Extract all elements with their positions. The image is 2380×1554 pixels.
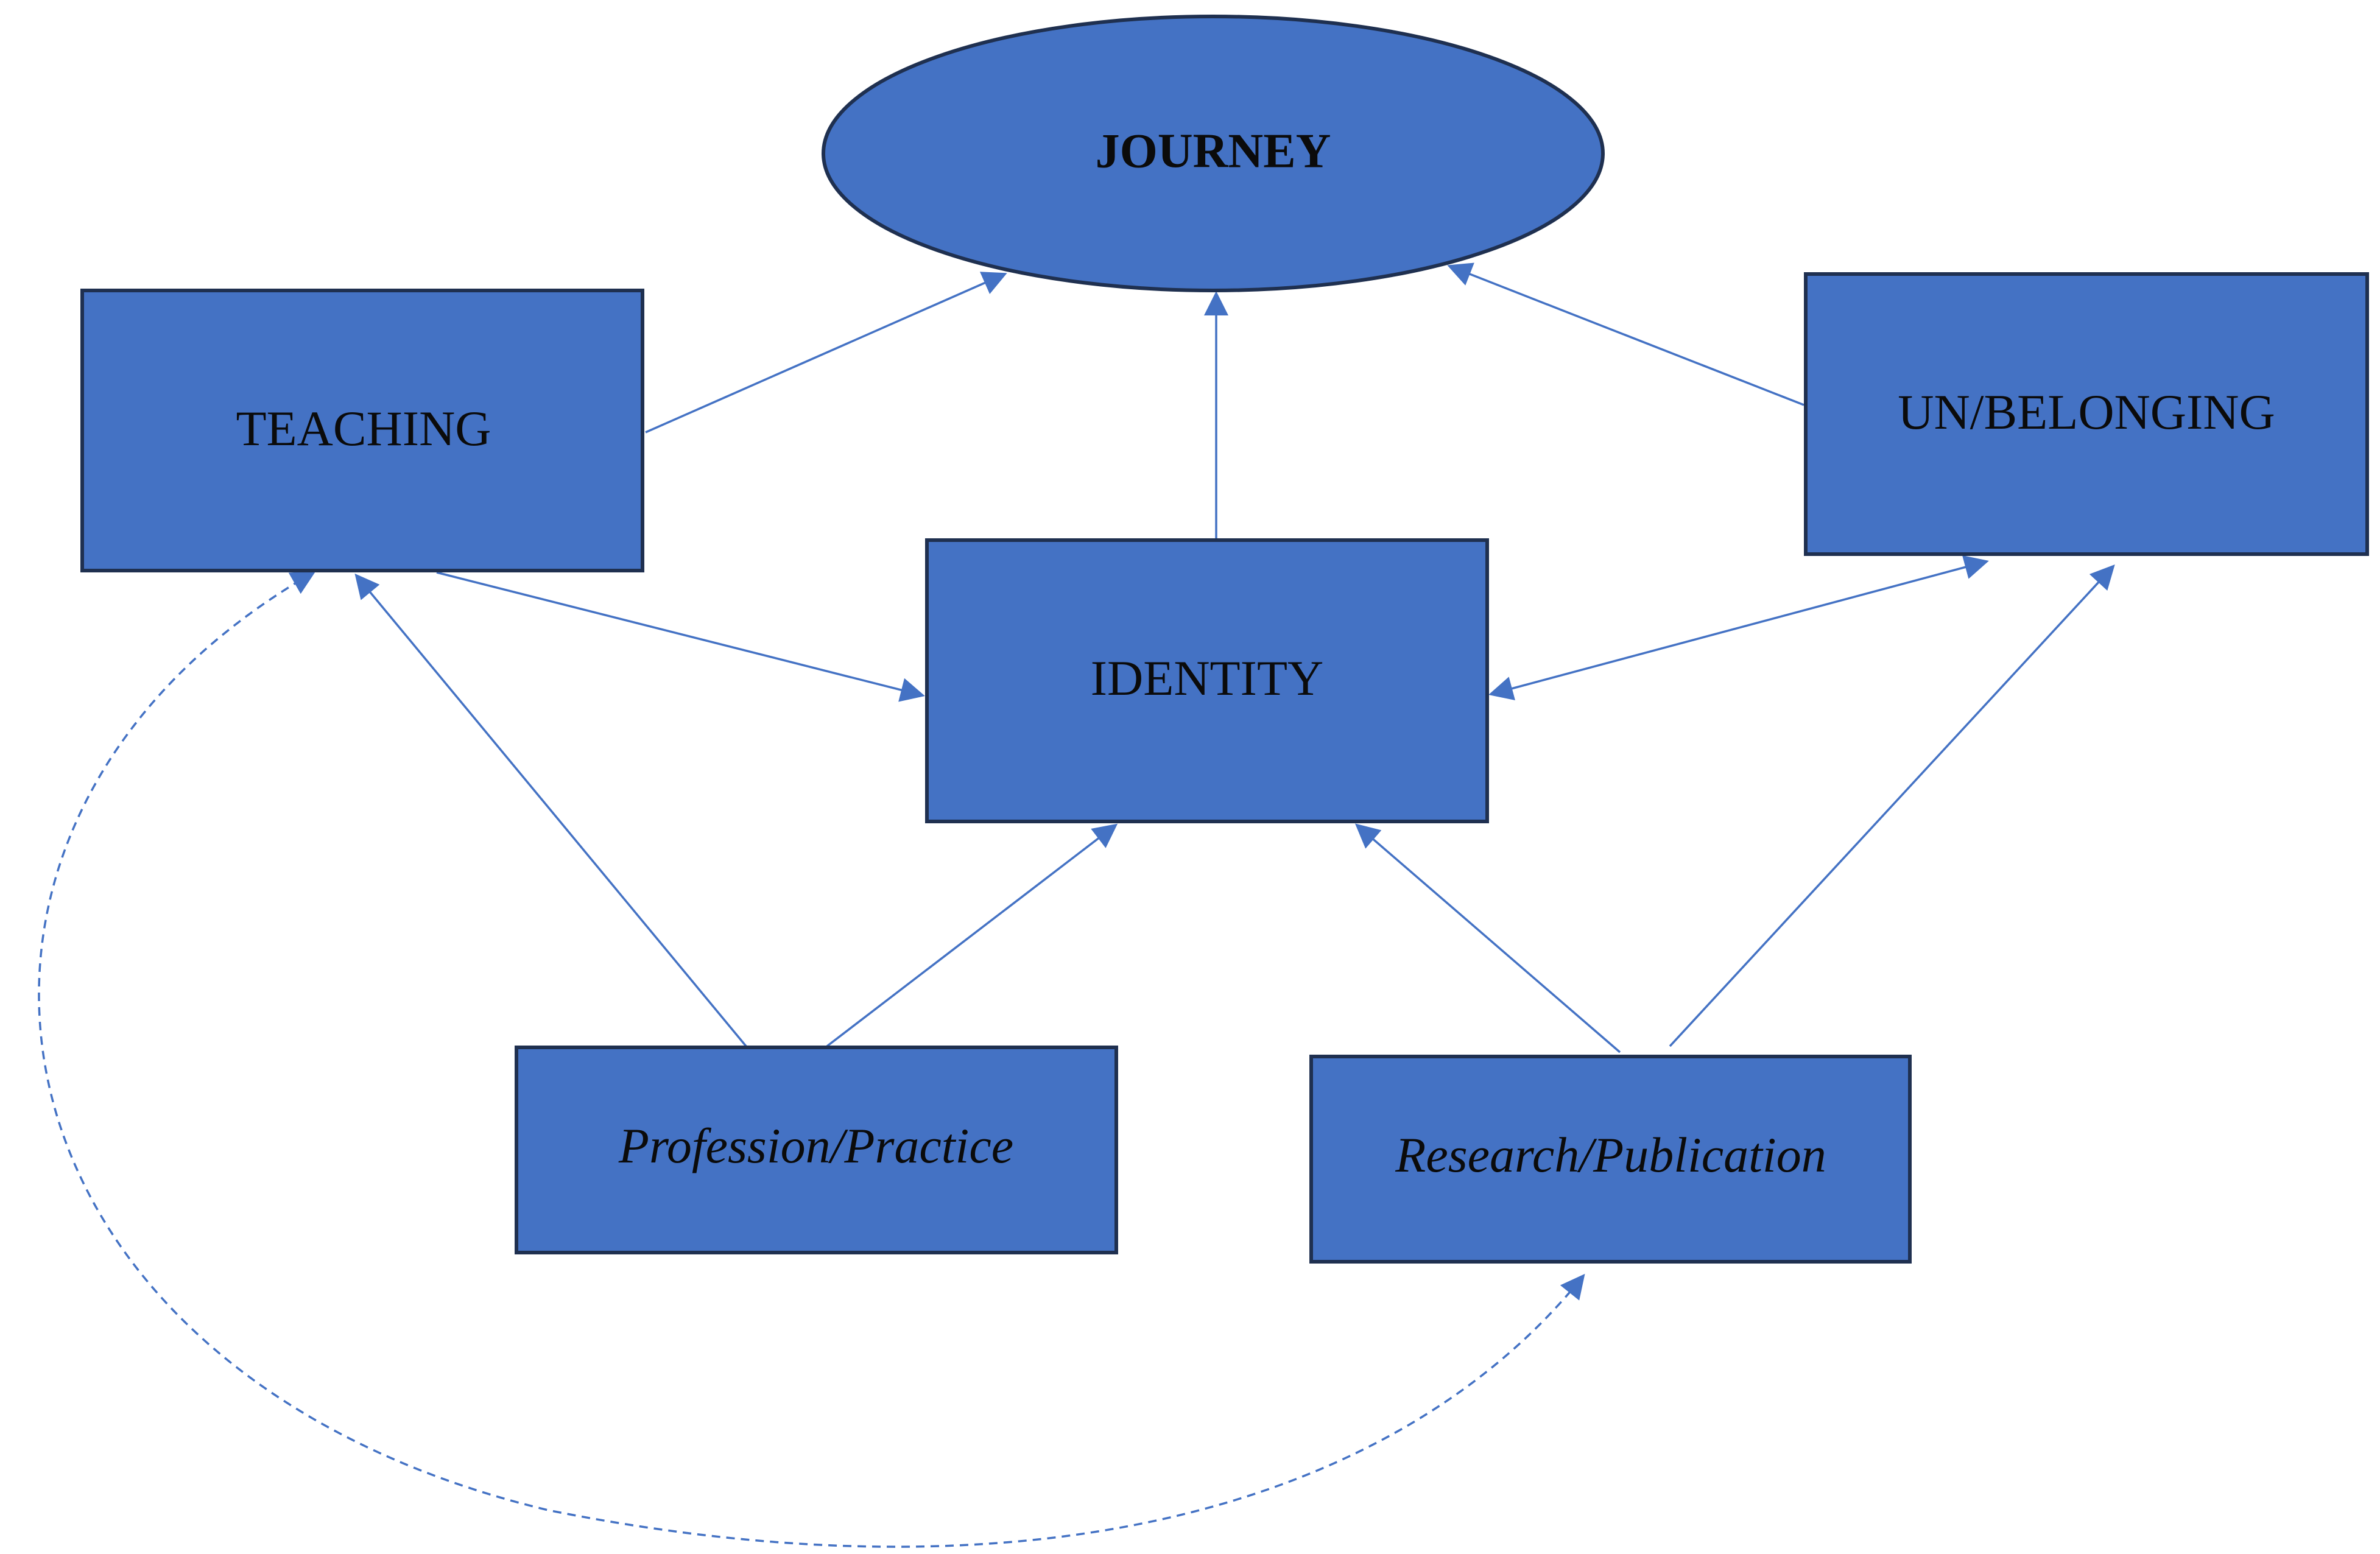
edge-unbelonging-to-journey [1447, 262, 1804, 406]
unbelonging-box [1804, 272, 2369, 556]
journey-label: JOURNEY [1096, 124, 1331, 178]
edge-research-to-identity [1354, 823, 1621, 1053]
node-journey: JOURNEY [822, 15, 1605, 292]
node-research: Research/Publication [1309, 1055, 1912, 1264]
edge-profession-to-identity [826, 823, 1118, 1047]
identity-box [925, 538, 1489, 823]
edges [38, 262, 2115, 1548]
node-profession: Profession/Practice [515, 1046, 1118, 1254]
node-identity: IDENTITY [925, 538, 1489, 823]
node-unbelonging: UN/BELONGING [1804, 272, 2369, 556]
edge-dashed-teaching-research [38, 571, 1585, 1548]
journey-ellipse [822, 15, 1605, 292]
research-label: Research/Publication [1395, 1127, 1826, 1183]
profession-label: Profession/Practice [618, 1118, 1013, 1173]
profession-box [515, 1046, 1118, 1254]
teaching-box [80, 289, 644, 572]
node-teaching: TEACHING [80, 289, 644, 572]
research-box [1309, 1055, 1912, 1264]
identity-label: IDENTITY [1091, 650, 1324, 706]
edge-teaching-to-identity [436, 571, 925, 702]
edge-identity-unbelonging [1488, 555, 1989, 701]
edge-teaching-to-journey [645, 272, 1007, 434]
unbelonging-label: UN/BELONGING [1898, 384, 2275, 440]
edge-profession-to-teaching [354, 573, 747, 1047]
teaching-label: TEACHING [236, 401, 491, 456]
edge-research-to-unbelonging [1669, 564, 2115, 1047]
